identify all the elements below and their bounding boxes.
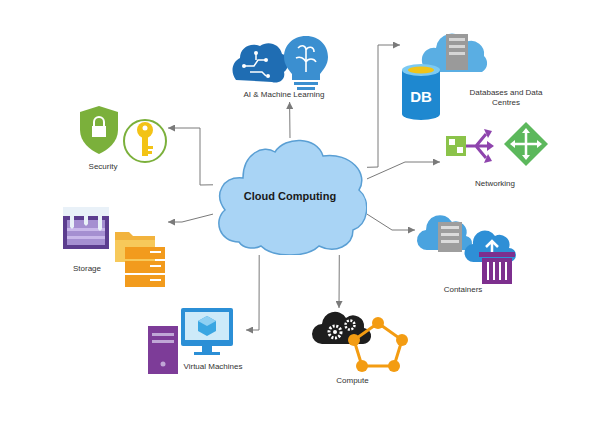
ai-icon: [233, 36, 328, 90]
connector-arrow: [367, 45, 400, 167]
node-label: Databases and Data Centres: [466, 88, 546, 108]
node-label: Compute: [315, 376, 390, 386]
node-label: Storage: [62, 264, 112, 274]
connector-arrow: [168, 128, 213, 185]
connector-arrow: [246, 255, 259, 330]
node-label: Containers: [423, 285, 503, 295]
node-label: Security: [78, 162, 128, 172]
category-node: Databases and Data Centres: [400, 30, 545, 122]
connector-arrow: [367, 162, 440, 179]
cloud-node: Cloud Computing: [213, 138, 367, 255]
networking-icon: [446, 122, 548, 166]
connector-arrow: [367, 214, 415, 230]
node-label: AI & Machine Learning: [228, 90, 340, 100]
category-node: Virtual Machines: [145, 305, 246, 378]
connector-arrow: [339, 255, 340, 308]
database-icon: [402, 34, 487, 120]
category-node: Storage: [60, 205, 168, 290]
containers-icon: [417, 215, 516, 284]
category-node: Compute: [315, 308, 418, 386]
category-node: Containers: [415, 208, 520, 295]
storage-icon: [63, 207, 165, 287]
category-node: Security: [75, 105, 168, 172]
security-icon: [80, 106, 166, 162]
category-node: Networking: [440, 120, 555, 190]
category-node: AI & Machine Learning: [228, 32, 340, 102]
connector-arrow: [168, 214, 213, 222]
icon-text: DB: [402, 88, 440, 106]
connector-arrow: [289, 102, 290, 138]
compute-icon: [312, 312, 408, 372]
node-label: Networking: [455, 179, 535, 189]
cloud-title: Cloud Computing: [213, 190, 367, 203]
node-label: Virtual Machines: [178, 362, 248, 372]
